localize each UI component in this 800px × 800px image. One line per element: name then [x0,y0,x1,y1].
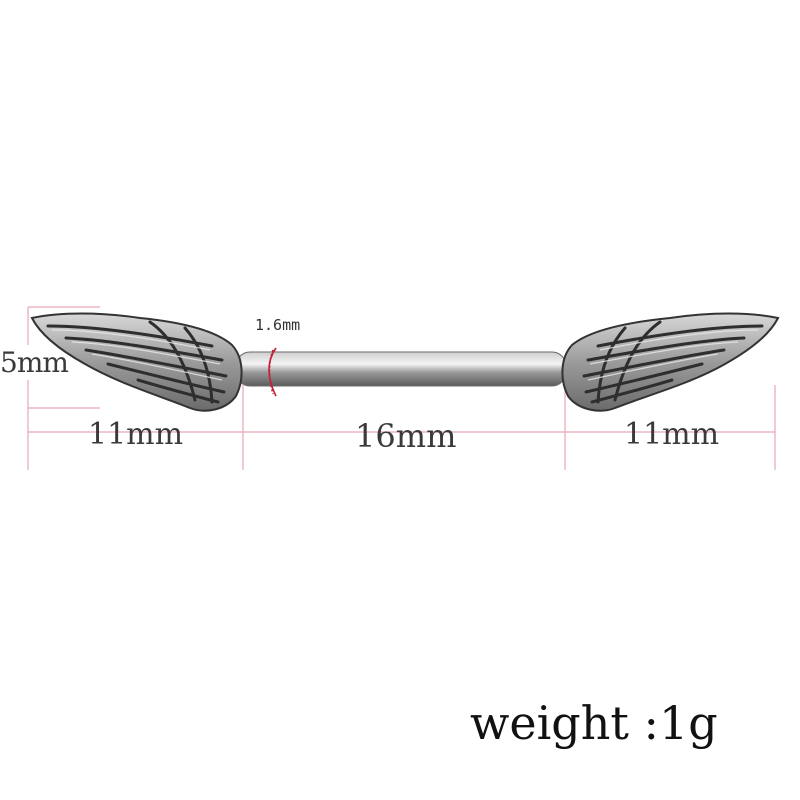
wing-height-label: 5mm [0,346,69,379]
dimension-lines [27,306,776,470]
left-wing-width-label: 11mm [88,417,184,452]
left-wing [30,312,243,412]
barbell-bar [235,351,567,387]
gauge-marker [268,347,277,397]
bar-length-label: 16mm [355,417,457,455]
right-wing [561,312,780,412]
bar-gauge-label: 1.6mm [255,316,301,334]
right-wing-width-label: 11mm [624,417,720,452]
weight-label: weight :1g [470,696,718,750]
